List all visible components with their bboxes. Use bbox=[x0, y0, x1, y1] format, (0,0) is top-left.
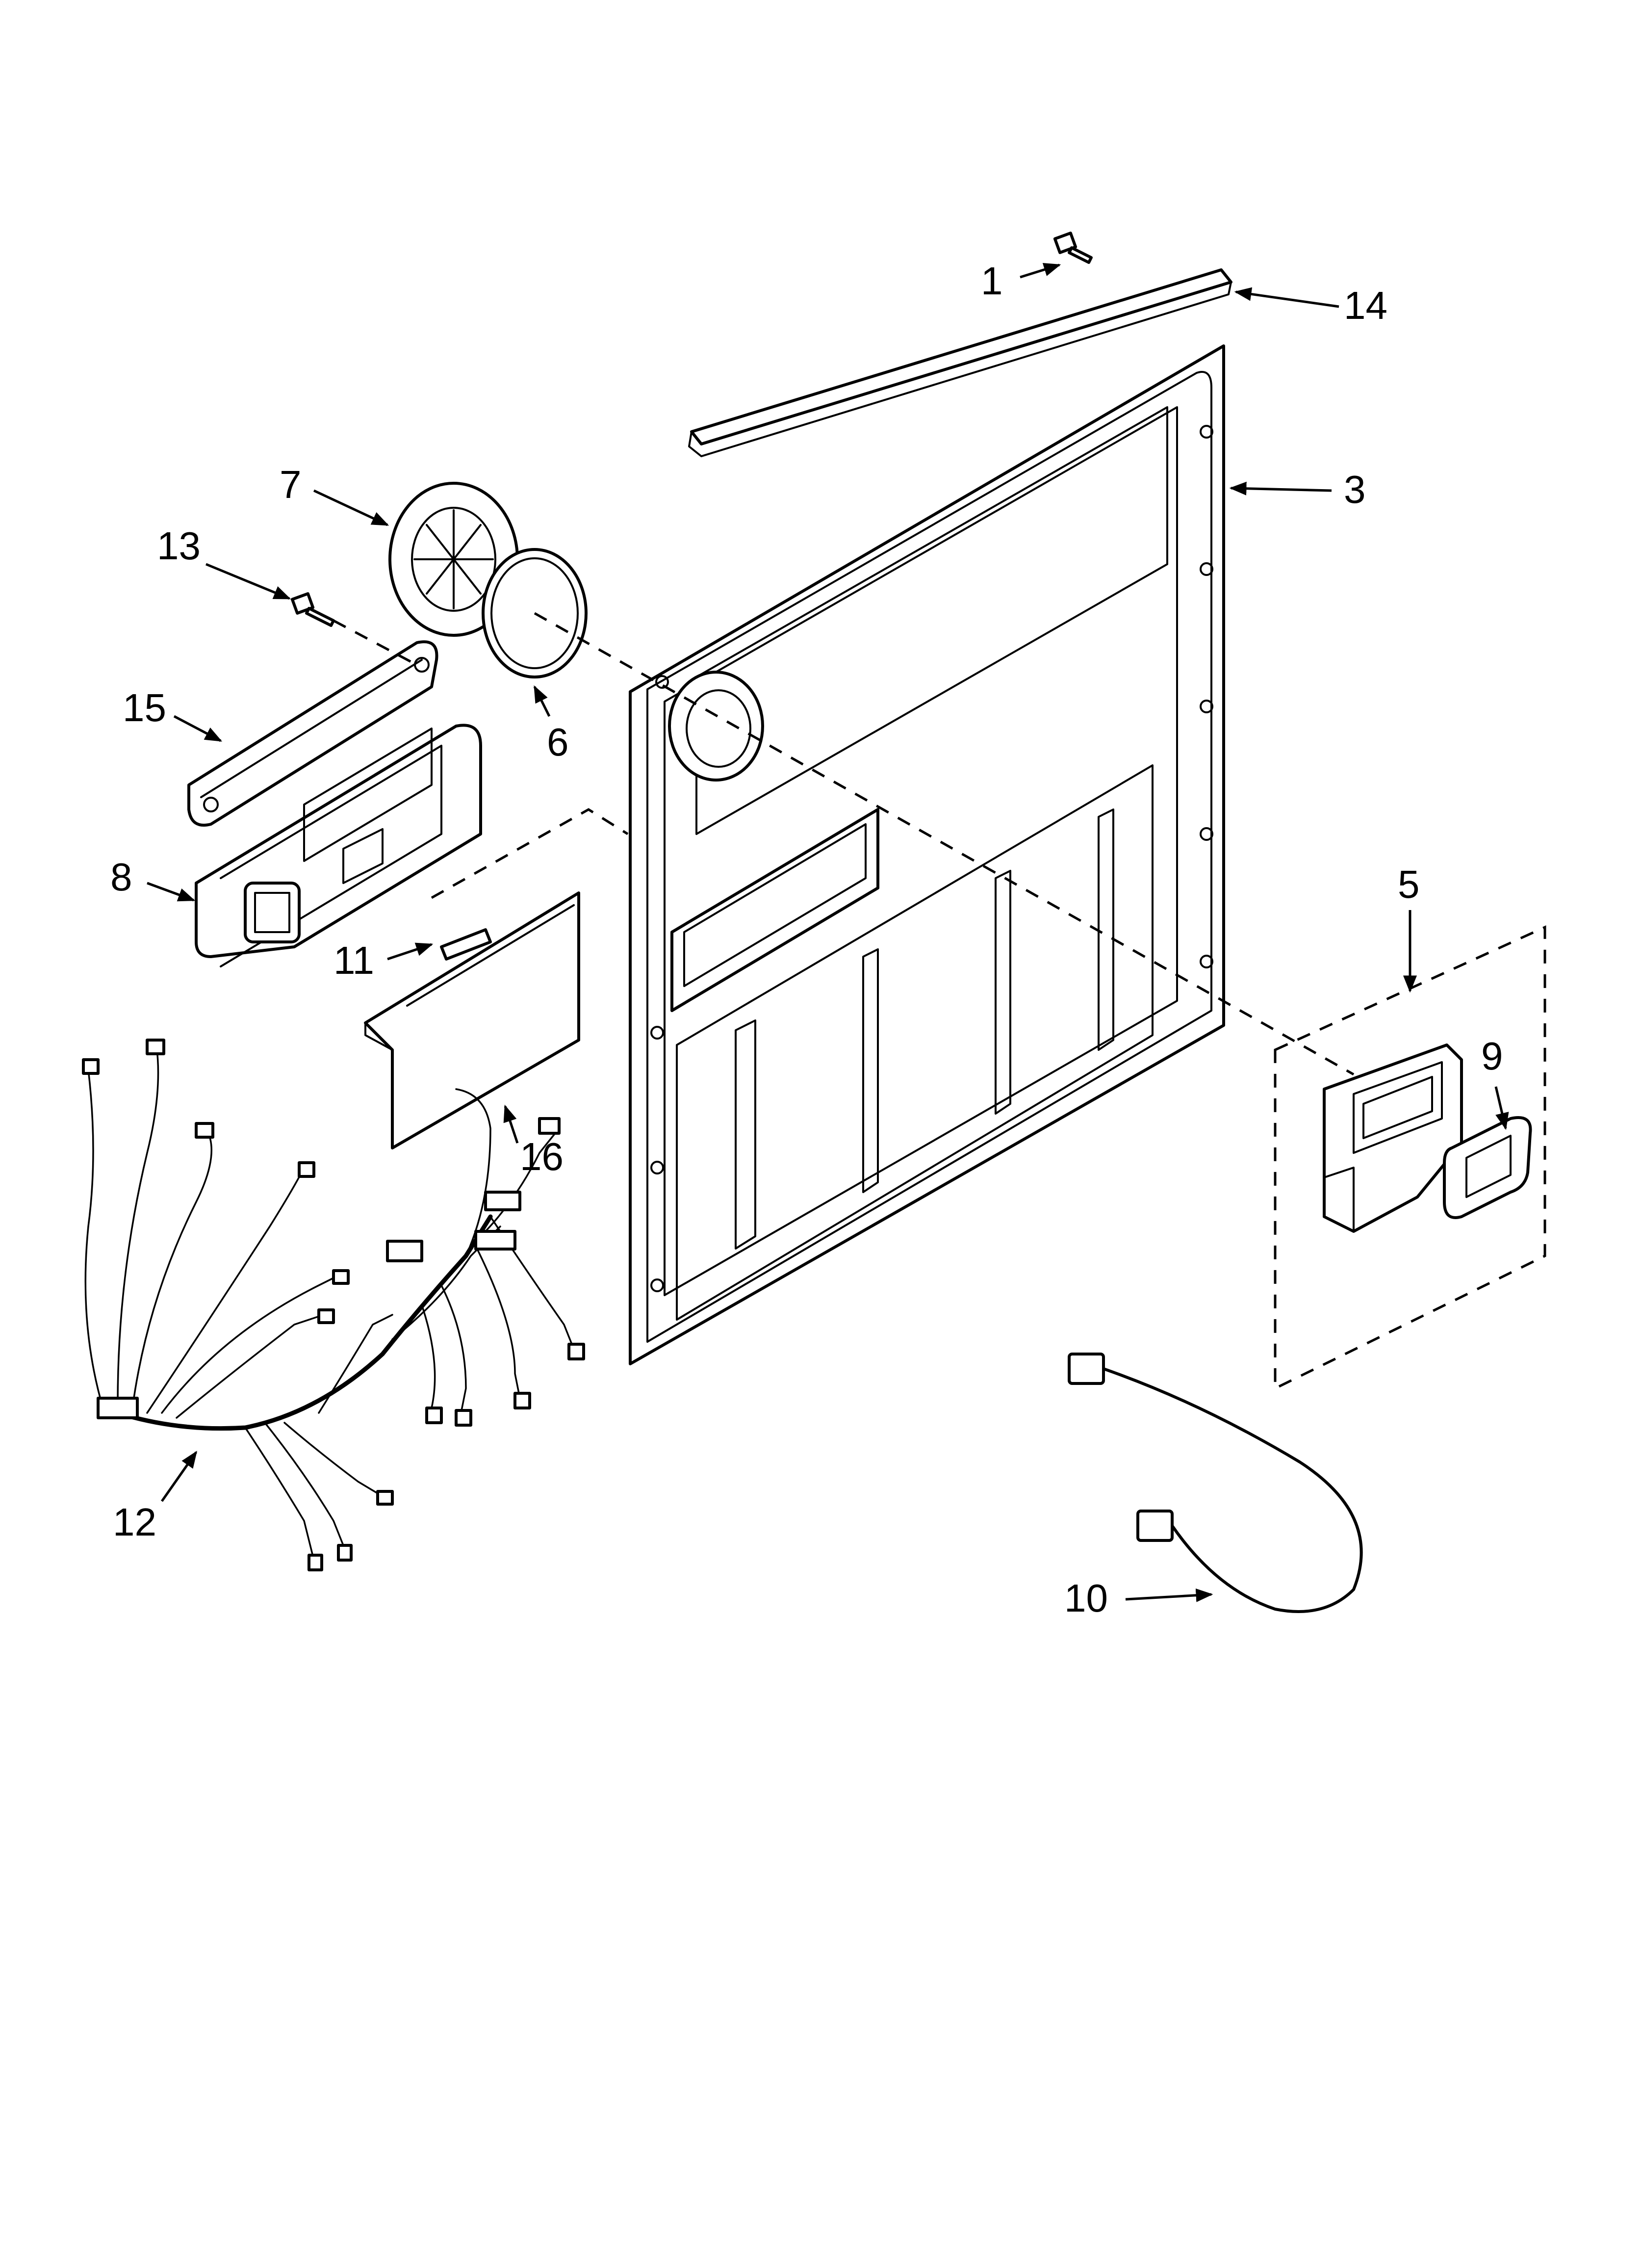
assembly-line-vent bbox=[534, 612, 1355, 1076]
callout-10: 10 bbox=[1064, 1576, 1108, 1620]
callout-7: 7 bbox=[280, 463, 302, 506]
vent-seal bbox=[1443, 1116, 1532, 1219]
vent-assembly bbox=[1323, 1043, 1463, 1233]
callout-13: 13 bbox=[157, 524, 201, 568]
dispenser-module bbox=[195, 724, 482, 967]
callout-8: 8 bbox=[110, 855, 132, 899]
callout-16: 16 bbox=[520, 1135, 564, 1178]
sensor-cable bbox=[1068, 1353, 1363, 1613]
door-top-trim bbox=[688, 268, 1232, 457]
clip bbox=[440, 928, 492, 961]
control-bracket bbox=[187, 640, 438, 827]
leader-lines bbox=[147, 263, 1509, 1602]
assembly-box-5 bbox=[1274, 925, 1546, 1391]
callout-labels: 1 3 5 6 7 8 9 10 11 12 13 14 15 16 bbox=[110, 259, 1503, 1620]
callout-5: 5 bbox=[1398, 862, 1420, 906]
screw-13 bbox=[290, 592, 335, 627]
callout-14: 14 bbox=[1344, 284, 1387, 327]
assembly-line-dispenser bbox=[431, 808, 629, 899]
callout-3: 3 bbox=[1344, 468, 1366, 511]
callout-9: 9 bbox=[1481, 1034, 1503, 1078]
callout-11: 11 bbox=[334, 938, 374, 982]
callout-12: 12 bbox=[113, 1500, 156, 1544]
heat-shield bbox=[364, 891, 580, 1149]
wire-harness bbox=[82, 1039, 585, 1571]
callout-6: 6 bbox=[547, 720, 569, 764]
callout-15: 15 bbox=[123, 686, 166, 730]
inner-door-panel bbox=[629, 344, 1225, 1365]
assembly-line-screw bbox=[333, 619, 413, 664]
screw-1 bbox=[1053, 232, 1093, 264]
callout-1: 1 bbox=[981, 259, 1003, 303]
